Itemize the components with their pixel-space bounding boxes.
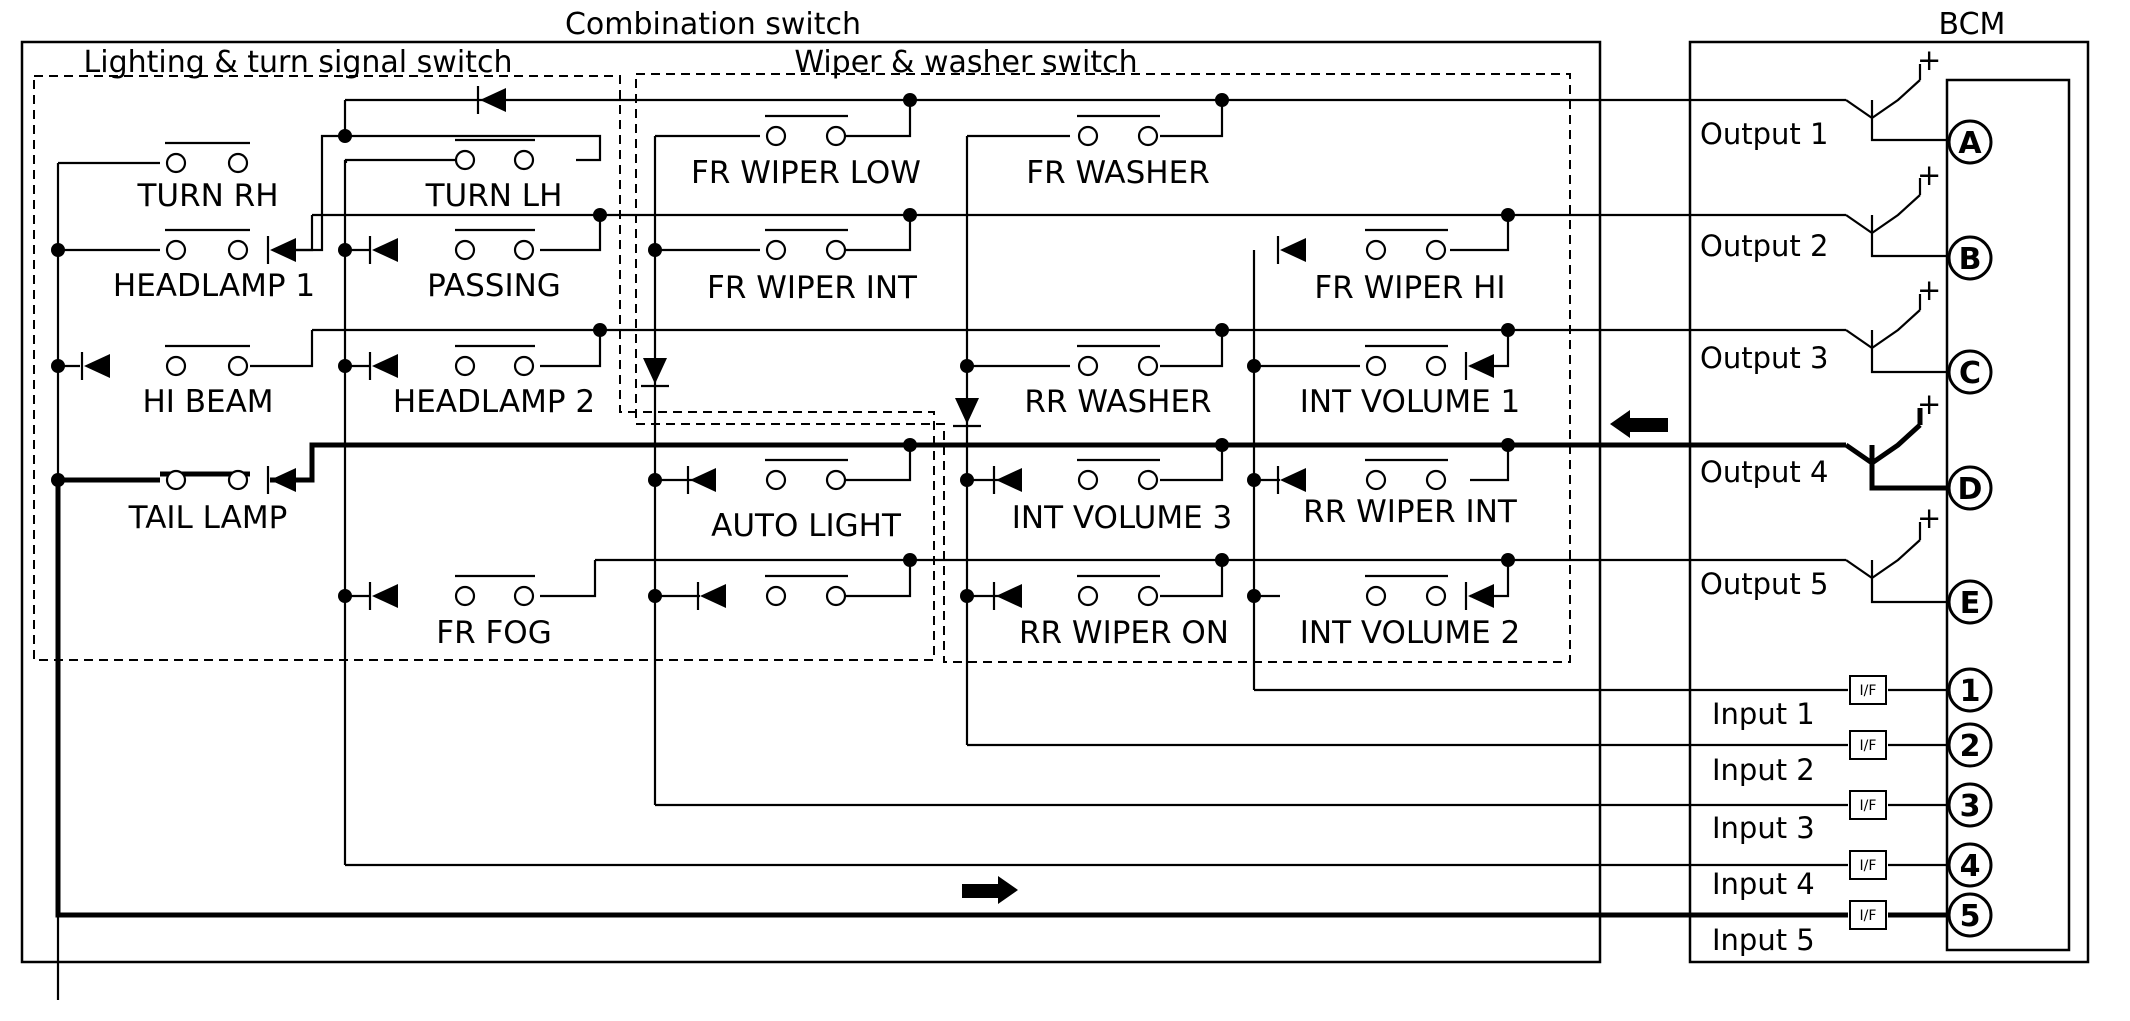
terminal-b-label: B	[1959, 242, 1982, 277]
input-2-label: Input 2	[1712, 753, 1815, 787]
interface-box-5	[1849, 900, 1887, 930]
terminal-5-label: 5	[1960, 899, 1981, 934]
rr-washer-label: RR WASHER	[1024, 384, 1211, 420]
junction-dots	[51, 93, 1515, 603]
fr-fog-label: FR FOG	[436, 615, 551, 651]
plus-sign-3: +	[1917, 273, 1941, 307]
terminal-e-label: E	[1960, 586, 1981, 621]
plus-sign-4: +	[1917, 387, 1941, 421]
plus-sign-5: +	[1917, 501, 1941, 535]
int-volume1-label: INT VOLUME 1	[1300, 384, 1521, 420]
fr-wiper-int-label: FR WIPER INT	[707, 270, 918, 306]
combination-switch-box	[20, 40, 1602, 964]
combination-switch-title: Combination switch	[565, 7, 861, 42]
bcm-outputs: Output 1 Output 2 Output 3 Output 4 Outp…	[1700, 43, 1993, 625]
terminal-3-label: 3	[1960, 789, 1981, 824]
auto-light-label: AUTO LIGHT	[711, 508, 902, 544]
terminal-1-icon	[1947, 667, 1993, 713]
input-3-label: Input 3	[1712, 811, 1815, 845]
rr-wiper-on-label: RR WIPER ON	[1019, 615, 1229, 651]
headlamp2-label: HEADLAMP 2	[393, 384, 595, 420]
hi-beam-label: HI BEAM	[142, 384, 273, 420]
output-3-label: Output 3	[1700, 341, 1828, 375]
interface-box-1	[1849, 675, 1887, 705]
interface-box-2	[1849, 730, 1887, 760]
bcm-inputs: Input 1 Input 2 Input 3 Input 4 Input 5 …	[1712, 667, 1993, 957]
wiper-switch-boundary	[635, 73, 1571, 663]
terminal-4-icon	[1947, 842, 1993, 888]
switch-contacts	[165, 114, 1448, 607]
input-5-label: Input 5	[1712, 923, 1815, 957]
rr-wiper-int-label: RR WIPER INT	[1303, 494, 1518, 530]
terminal-2-label: 2	[1960, 729, 1981, 764]
turn-rh-label: TURN RH	[136, 178, 278, 214]
headlamp1-label: HEADLAMP 1	[113, 268, 315, 304]
interface-label-1: I/F	[1860, 683, 1877, 699]
terminal-3-icon	[1947, 782, 1993, 828]
output-5-label: Output 5	[1700, 567, 1828, 601]
fr-washer-label: FR WASHER	[1026, 155, 1210, 191]
turn-lh-label: TURN LH	[425, 178, 563, 214]
fr-wiper-low-label: FR WIPER LOW	[691, 155, 921, 191]
output-2-label: Output 2	[1700, 229, 1828, 263]
arrow-left-icon	[1610, 410, 1668, 438]
terminal-c-label: C	[1959, 356, 1981, 391]
input-1-label: Input 1	[1712, 697, 1815, 731]
interface-box-4	[1849, 850, 1887, 880]
arrow-right-icon	[962, 876, 1018, 904]
output-4-label: Output 4	[1700, 455, 1828, 489]
plus-sign-2: +	[1917, 158, 1941, 192]
terminal-2-icon	[1947, 722, 1993, 768]
tail-lamp-label: TAIL LAMP	[128, 500, 288, 536]
terminal-a-label: A	[1958, 126, 1982, 161]
terminal-e-icon	[1947, 579, 1993, 625]
output-1-label: Output 1	[1700, 117, 1828, 151]
passing-label: PASSING	[427, 268, 561, 304]
wiring	[56, 64, 1950, 1000]
terminal-5-icon	[1947, 892, 1993, 938]
terminal-d-label: D	[1958, 472, 1983, 507]
input-4-label: Input 4	[1712, 867, 1815, 901]
interface-label-4: I/F	[1860, 858, 1877, 874]
bcm-box	[1688, 40, 2090, 964]
terminal-4-label: 4	[1960, 849, 1981, 884]
terminal-a-icon	[1947, 119, 1993, 165]
terminal-c-icon	[1947, 349, 1993, 395]
terminal-b-icon	[1947, 235, 1993, 281]
interface-label-5: I/F	[1860, 908, 1877, 924]
lighting-switch-title: Lighting & turn signal switch	[84, 45, 513, 80]
plus-sign-1: +	[1917, 43, 1941, 77]
bcm-title: BCM	[1939, 7, 2006, 42]
terminal-1-label: 1	[1960, 674, 1981, 709]
interface-label-2: I/F	[1860, 738, 1877, 754]
switch-labels: TURN RH TURN LH HEADLAMP 1 PASSING HI BE…	[113, 155, 1520, 651]
int-volume2-label: INT VOLUME 2	[1300, 615, 1521, 651]
diodes	[80, 86, 1494, 610]
interface-label-3: I/F	[1860, 798, 1877, 814]
fr-wiper-hi-label: FR WIPER HI	[1314, 270, 1505, 306]
terminal-d-icon	[1947, 465, 1993, 511]
int-volume3-label: INT VOLUME 3	[1012, 500, 1233, 536]
lighting-switch-boundary	[33, 75, 935, 661]
bcm-inner-box	[1945, 78, 2071, 952]
interface-box-3	[1849, 790, 1887, 820]
